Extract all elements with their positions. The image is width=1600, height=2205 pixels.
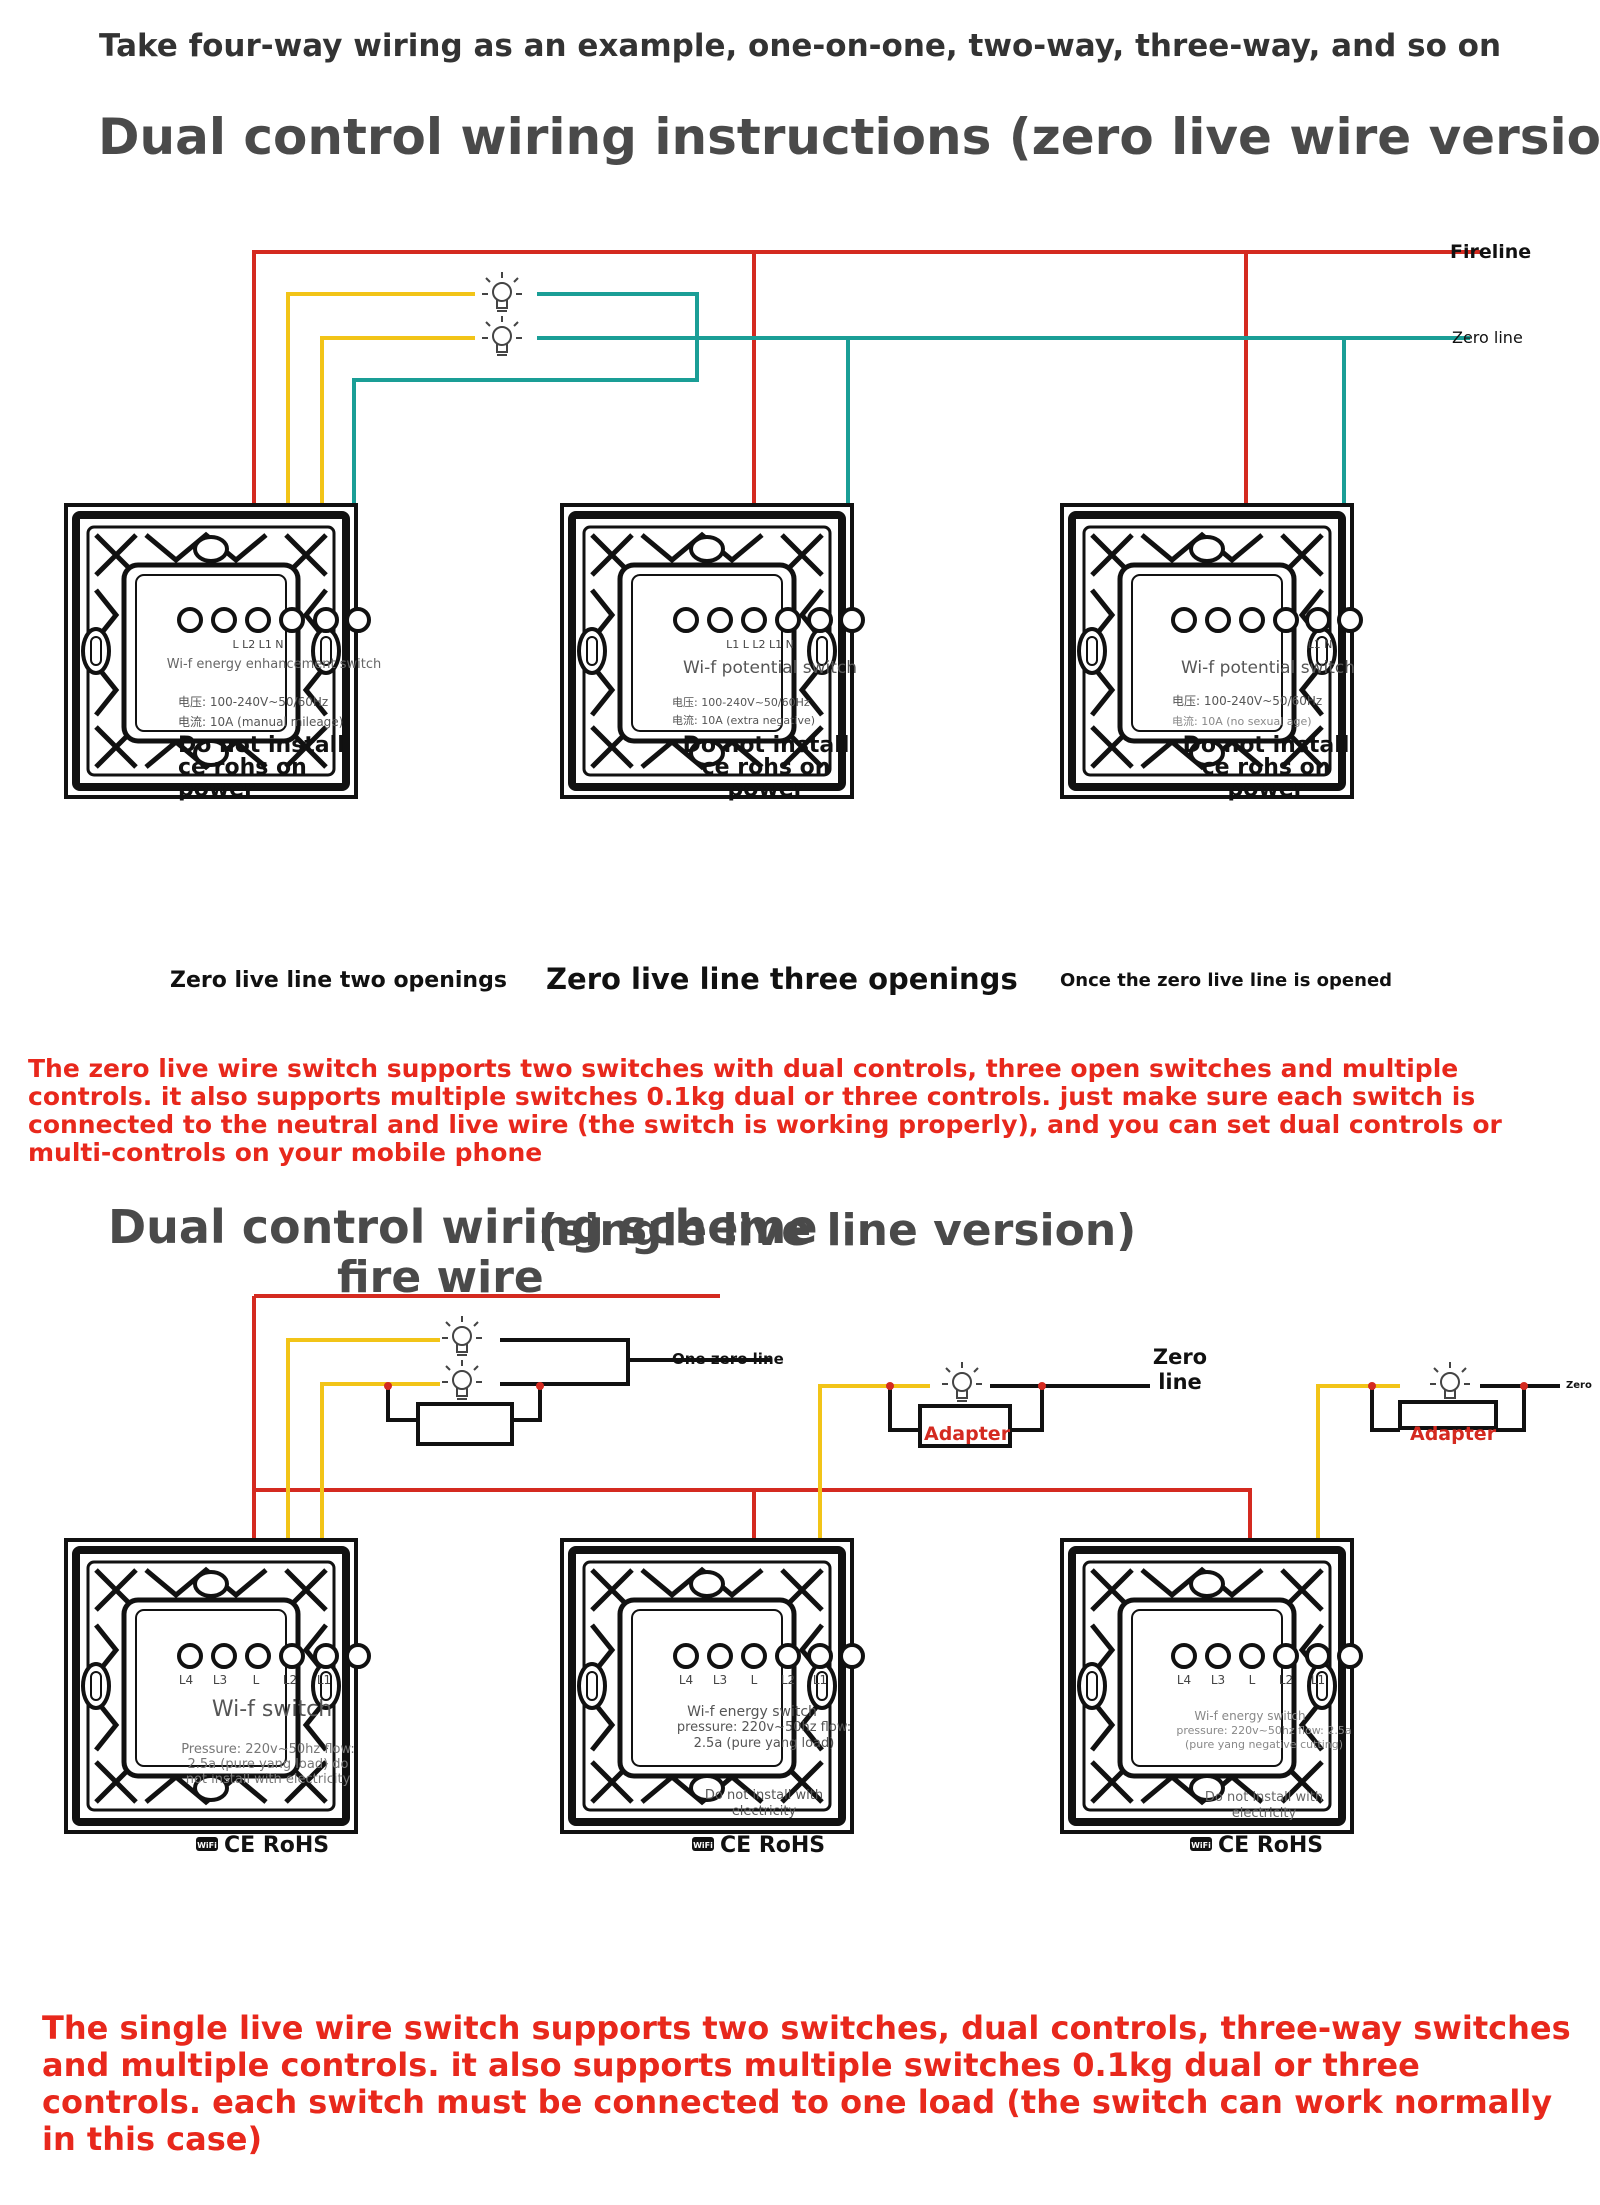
single-live-note: The single live wire switch supports two… — [42, 2009, 1571, 2158]
terminals-row-1 — [177, 607, 1363, 633]
adapter-box — [416, 1402, 514, 1446]
adapter-label: Adapter — [924, 1423, 1011, 1445]
terminal-label: L1 — [813, 1673, 827, 1687]
panel-warning: Do not install ce rohs on power — [1182, 735, 1350, 802]
single-live-title-overlap: (single live line version) — [538, 1205, 1137, 1256]
terminal-label: L1 — [317, 1673, 331, 1687]
terminal-label: L — [751, 1673, 758, 1687]
fire-wire-label: fire wire — [337, 1252, 544, 1303]
product-name: Wi-f switch — [212, 1697, 332, 1722]
fireline-label: Fireline — [1450, 241, 1531, 263]
product-name: Wi-f potential switch — [1181, 658, 1355, 678]
panel-warning: Do not install with electricity — [1204, 1790, 1324, 1821]
adapter-label: Adapter — [1410, 1423, 1497, 1445]
zero-live-note: The zero live wire switch supports two s… — [28, 1054, 1502, 1167]
lamp-icon — [1429, 1361, 1471, 1402]
lamp-icon — [941, 1361, 983, 1402]
terminal-label: L1 — [1311, 1673, 1325, 1687]
single-live-title: Dual control wiring scheme — [108, 1200, 818, 1254]
terminal-label: L3 — [713, 1673, 727, 1687]
terminal-label: L4 — [679, 1673, 693, 1687]
product-name: Wi-f energy switch — [1194, 1709, 1305, 1723]
terminal-label: L — [253, 1673, 260, 1687]
spec-current: 电流: 10A (no sexual age) — [1172, 714, 1312, 728]
panel-caption: Zero live line three openings — [546, 962, 1018, 996]
lamp-icon — [441, 1359, 483, 1400]
terminal-labels: L1 L L2 L1 N — [726, 638, 794, 651]
zero-line-label: Zero line — [1152, 1345, 1208, 1394]
top-caption: Take four-way wiring as an example, one-… — [98, 28, 1502, 64]
switch-panel-6 — [1062, 1540, 1352, 1832]
lamp-icon — [481, 315, 523, 356]
terminal-label: L4 — [1177, 1673, 1191, 1687]
terminal-labels: L L2 L1 N — [232, 638, 283, 651]
red-dots — [384, 1382, 1528, 1390]
spec-voltage: 电压: 100-240V~50/60Hz — [1172, 694, 1322, 708]
spec-current: 电流: 10A (extra negative) — [672, 713, 815, 727]
svg-text:CE RoHS: CE RoHS — [720, 1833, 825, 1858]
terminal-label: L3 — [1211, 1673, 1225, 1687]
panel-spec: pressure: 220v~50hz flow: 2.5a (pure yan… — [676, 1720, 852, 1751]
terminal-label: L2 — [283, 1673, 297, 1687]
svg-text:CE RoHS: CE RoHS — [224, 1833, 329, 1858]
panel-caption: Zero live line two openings — [170, 968, 507, 993]
spec-voltage: 电压: 100-240V~50/60Hz — [178, 695, 328, 709]
terminal-label: L3 — [213, 1673, 227, 1687]
adapter-box — [918, 1404, 1012, 1448]
spec-voltage: 电压: 100-240V~50/60Hz — [672, 696, 810, 709]
panel-warning: Do not install with electricity — [704, 1788, 824, 1819]
panel-warning: Do not install ce rohs on power — [682, 735, 850, 802]
one-zero-line-label: One zero line — [672, 1350, 784, 1368]
spec-current: 电流: 10A (manual mileage) — [178, 715, 343, 729]
lamp-icon — [441, 1315, 483, 1356]
product-name: Wi-f potential switch — [683, 658, 857, 678]
terminal-label: L2 — [781, 1673, 795, 1687]
panel-caption: Once the zero live line is opened — [1060, 970, 1393, 991]
panel-warning: Do not install ce rohs on power — [178, 735, 345, 802]
panel-spec: pressure: 220v~50hz flow: 2.5a (pure yan… — [1176, 1724, 1352, 1751]
terminals-row-2 — [177, 1643, 1363, 1669]
product-name: Wi-f energy enhancement switch — [167, 657, 381, 672]
lamp-icon — [481, 271, 523, 312]
product-name: Wi-f energy switch — [687, 1704, 817, 1720]
cert-row: WiFi CE RoHS WiFi CE RoHS WiFi CE RoHS — [196, 1833, 1323, 1858]
terminal-label: L — [1249, 1673, 1256, 1687]
panel-spec: Pressure: 220v~50hz flow: 2.5a (pure yan… — [181, 1742, 355, 1787]
adapter-box — [1398, 1400, 1498, 1430]
terminal-label: L2 — [1279, 1673, 1293, 1687]
zero-line-label: Zero line — [1452, 328, 1523, 347]
zero-live-title: Dual control wiring instructions (zero l… — [98, 108, 1600, 166]
terminal-label: L4 — [179, 1673, 193, 1687]
svg-text:WiFi: WiFi — [693, 1841, 713, 1850]
diagram2-wires — [252, 1294, 1560, 1630]
svg-text:WiFi: WiFi — [197, 1841, 217, 1850]
svg-text:CE RoHS: CE RoHS — [1218, 1833, 1323, 1858]
svg-text:WiFi: WiFi — [1191, 1841, 1211, 1850]
terminal-labels: L1 N — [1308, 638, 1333, 651]
zero-label-short: Zero — [1566, 1380, 1592, 1391]
